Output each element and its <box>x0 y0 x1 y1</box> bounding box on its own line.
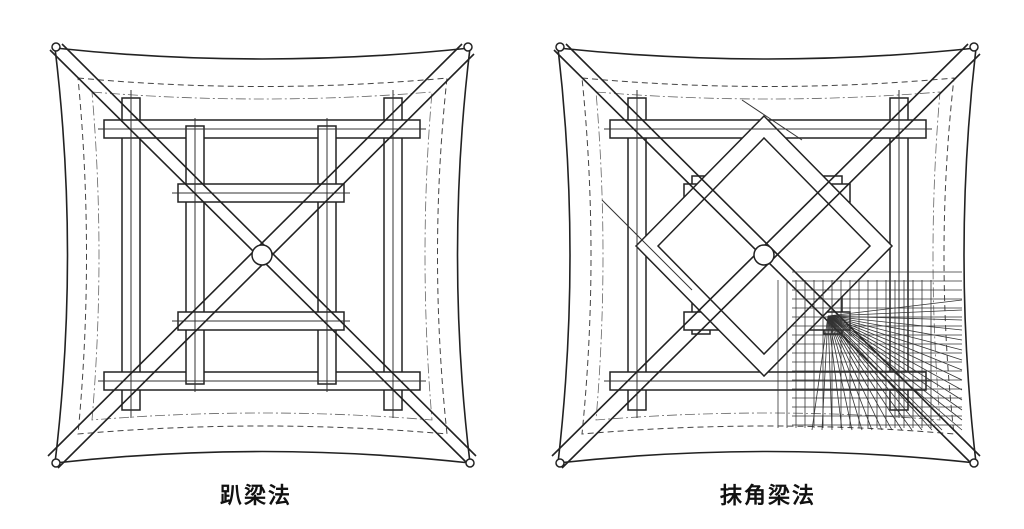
rafter-line <box>827 315 913 431</box>
rafter-line <box>827 315 873 431</box>
rafter-line <box>827 315 893 431</box>
corner-knob <box>969 458 979 468</box>
rafter-line <box>827 315 883 431</box>
center-post <box>251 244 273 266</box>
eave-line-inner-2 <box>91 91 433 421</box>
rafter-hatching <box>777 271 963 431</box>
rafter-line <box>827 315 963 401</box>
caption-pa-liang: 趴梁法 <box>219 484 292 509</box>
corner-knob <box>969 42 979 52</box>
rafter-line <box>827 309 963 317</box>
rafter-line <box>827 315 853 431</box>
figure-pa-liang: 趴梁法 <box>47 42 477 509</box>
rafter-line <box>827 315 963 321</box>
pa-liang-diagram <box>47 42 477 469</box>
rafter-line <box>827 315 963 411</box>
corner-knob <box>463 42 473 52</box>
rafter-line <box>827 315 963 391</box>
corner-knob <box>51 42 61 52</box>
rafter-line <box>827 315 963 341</box>
rafter-line <box>827 315 863 431</box>
eave-line-inner-2 <box>595 91 941 421</box>
rafter-line <box>827 299 963 317</box>
corner-knob <box>555 458 565 468</box>
rafter-line <box>827 315 963 421</box>
center-post <box>753 244 775 266</box>
rafter-line <box>827 315 903 431</box>
figure-mo-jiao-liang: 抹角梁法 <box>512 0 1024 529</box>
rafter-line <box>827 315 943 431</box>
rafter-line <box>827 315 843 431</box>
rafter-line <box>811 315 829 431</box>
rafter-line <box>827 315 963 381</box>
rafter-line <box>827 315 963 331</box>
rafter-line <box>827 315 923 431</box>
eave-line-inner <box>77 77 448 435</box>
mo-jiao-liang-diagram <box>551 42 981 469</box>
corner-knob <box>555 42 565 52</box>
rafter-line <box>827 315 963 361</box>
rafter-line <box>827 315 963 351</box>
rafter-line <box>827 315 833 431</box>
rafter-line <box>827 315 933 431</box>
corner-knob <box>465 458 475 468</box>
rafter-line <box>827 315 963 371</box>
rafter-line <box>821 315 829 431</box>
rafter-line <box>827 315 963 431</box>
corner-knob <box>51 458 61 468</box>
caption-mo-jiao-liang: 抹角梁法 <box>719 484 816 509</box>
